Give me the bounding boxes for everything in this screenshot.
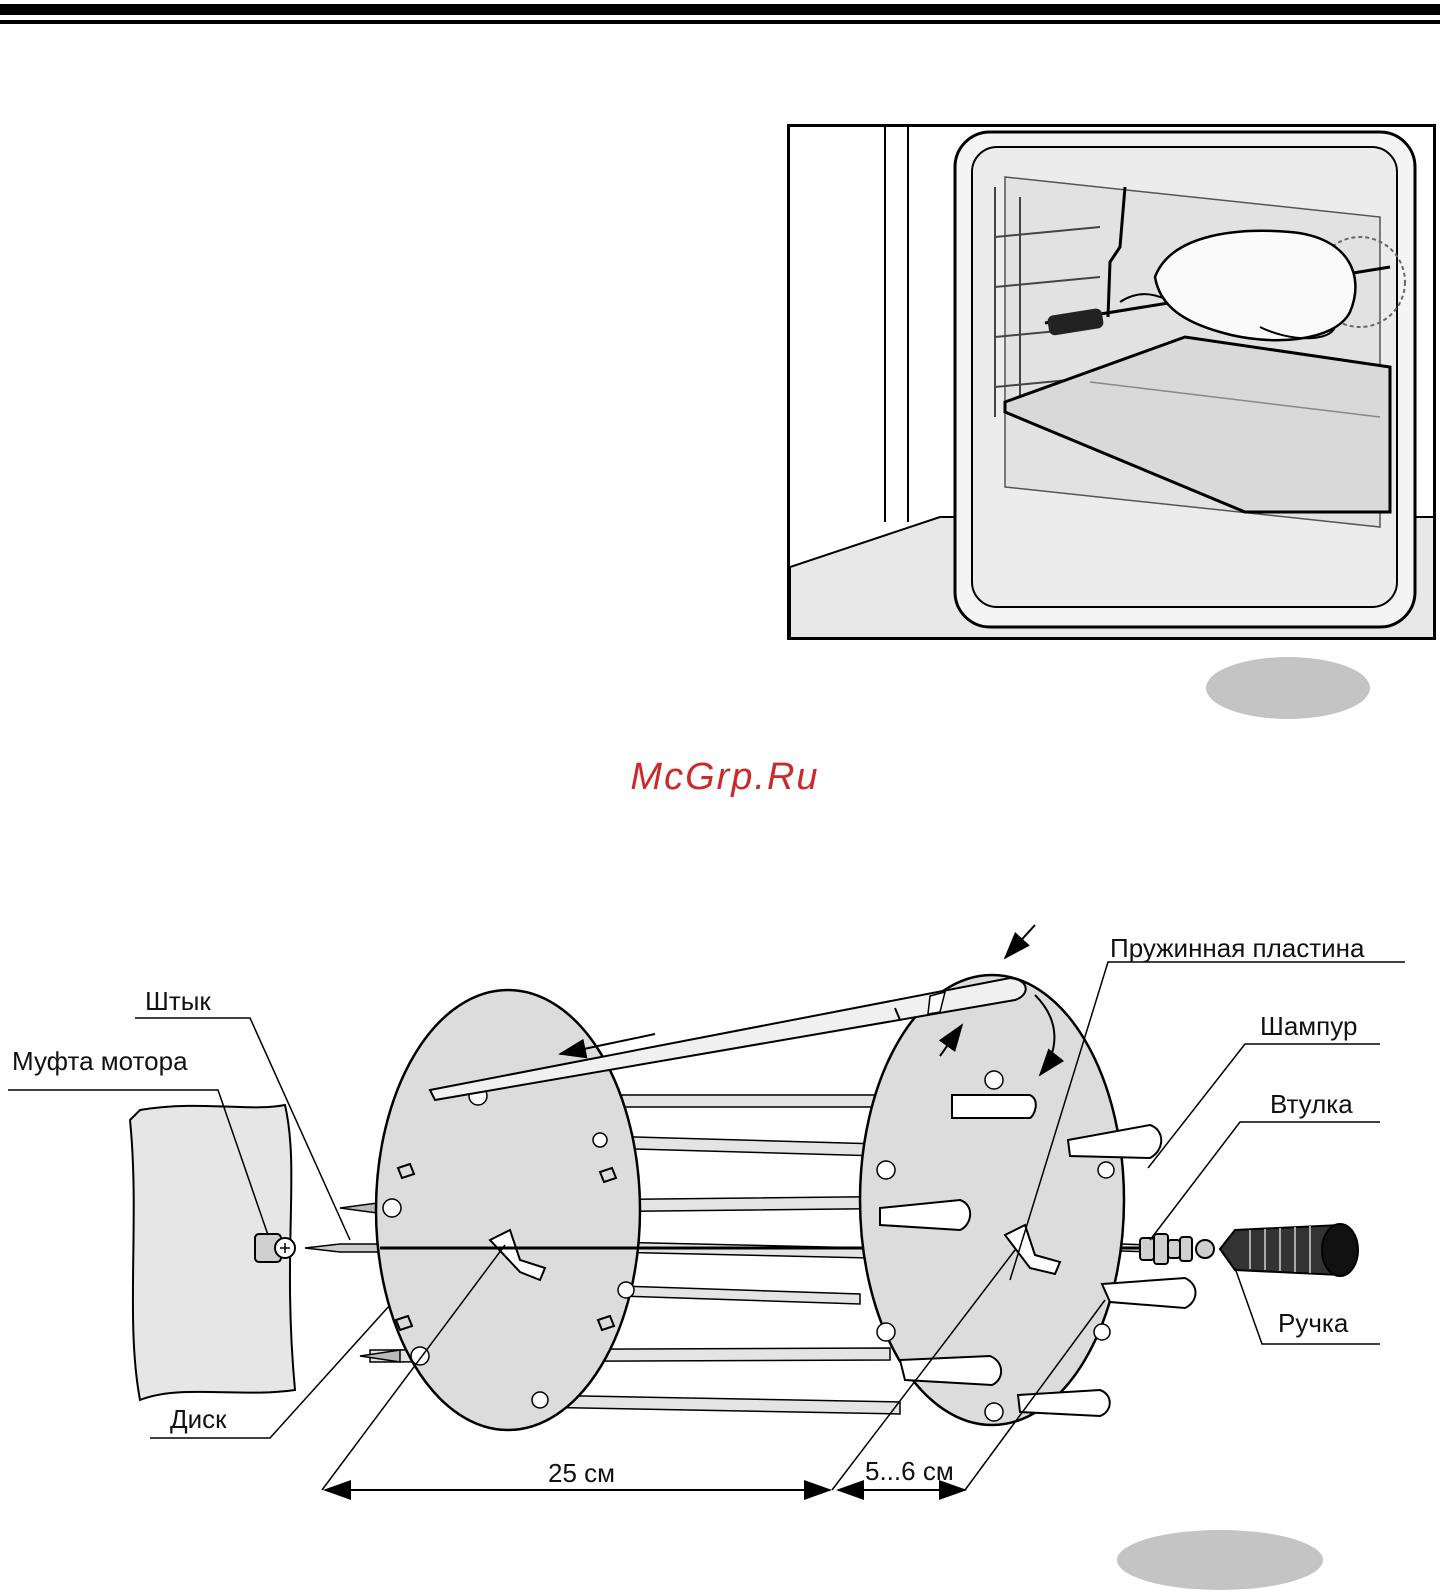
label-bushing: Втулка (1270, 1089, 1353, 1119)
label-motor-coupling: Муфта мотора (12, 1046, 188, 1076)
header-rule-thin (0, 20, 1440, 24)
bayonet-spike (305, 1244, 380, 1252)
label-disc-spacing: 25 см (548, 1458, 615, 1488)
figure-badge (1206, 657, 1370, 719)
press-arrow (1005, 925, 1035, 958)
handle-icon (1220, 1224, 1358, 1276)
watermark: McGrp.Ru (600, 756, 850, 799)
header-rule-thick (0, 4, 1440, 15)
label-bayonet: Штык (145, 986, 211, 1016)
label-handle: Ручка (1278, 1308, 1349, 1338)
motor-coupling-icon (255, 1234, 295, 1262)
label-end-gap: 5...6 см (865, 1456, 954, 1486)
label-skewer: Шампур (1260, 1011, 1357, 1041)
label-spring-plate: Пружинная пластина (1110, 933, 1365, 963)
rotisserie-diagram: Пружинная пластина Штык Муфта мотора Шам… (0, 900, 1440, 1557)
figure-badge-2 (1117, 1530, 1323, 1590)
leader-bushing (1150, 1122, 1380, 1240)
oven-illustration (787, 124, 1436, 640)
label-disc: Диск (170, 1404, 227, 1434)
oven-drawing (790, 127, 1436, 640)
